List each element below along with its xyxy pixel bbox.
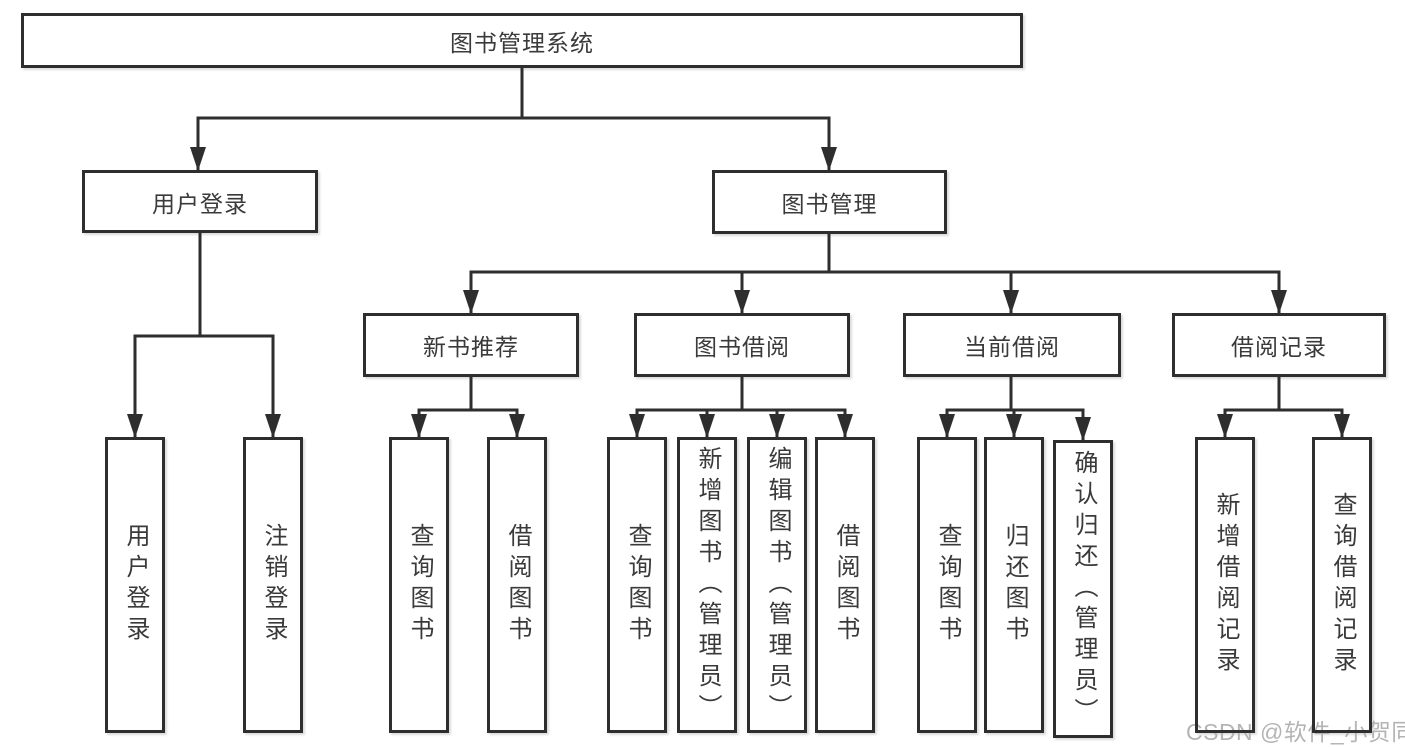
node-user-login: 用户登录 xyxy=(82,170,318,233)
leaf-borrow-books-1: 借阅图书 xyxy=(487,437,547,733)
leaf-logout-login: 注销登录 xyxy=(243,437,303,733)
leaf-add-borrow-record: 新增借阅记录 xyxy=(1195,437,1255,733)
node-borrowing-records: 借阅记录 xyxy=(1172,313,1386,377)
node-library-management-system: 图书管理系统 xyxy=(21,13,1023,68)
node-new-book-recommend: 新书推荐 xyxy=(363,313,579,377)
leaf-borrow-books-2: 借阅图书 xyxy=(815,437,875,733)
leaf-add-book-admin: 新增图书（管理员） xyxy=(677,437,737,733)
csdn-watermark: CSDN @软件_小贺同学 xyxy=(1186,719,1405,745)
connector-lines xyxy=(133,68,1344,440)
leaf-return-book: 归还图书 xyxy=(984,437,1044,733)
node-book-management: 图书管理 xyxy=(712,170,947,234)
leaf-edit-book-admin: 编辑图书（管理员） xyxy=(747,437,807,733)
leaf-query-books-1: 查询图书 xyxy=(389,437,449,733)
leaf-confirm-return-admin: 确认归还（管理员） xyxy=(1053,440,1113,738)
leaf-user-login: 用户登录 xyxy=(105,437,165,733)
leaf-query-books-2: 查询图书 xyxy=(607,437,667,733)
node-book-borrowing: 图书借阅 xyxy=(634,313,850,377)
node-current-borrowing: 当前借阅 xyxy=(903,313,1121,377)
leaf-query-borrow-record: 查询借阅记录 xyxy=(1312,437,1372,733)
leaf-query-books-3: 查询图书 xyxy=(917,437,977,733)
